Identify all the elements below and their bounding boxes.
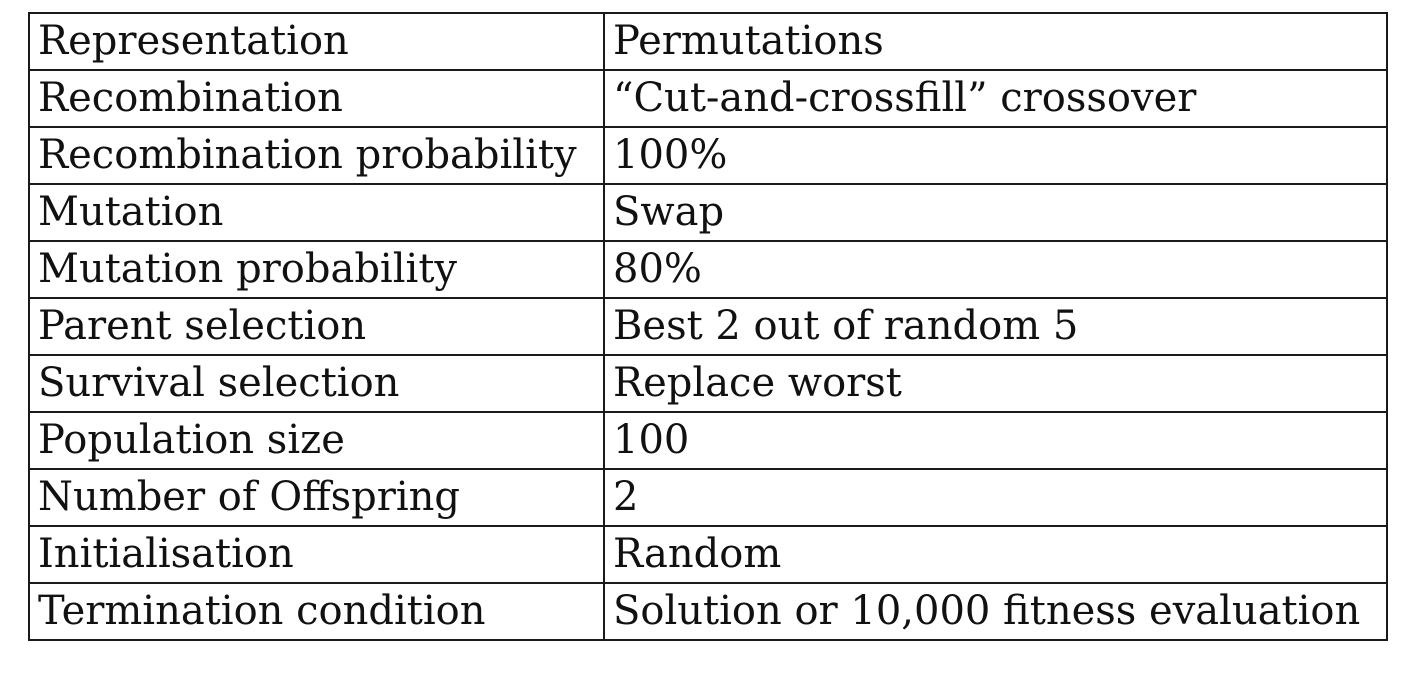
parameter-name: Representation [28,12,605,71]
parameter-name: Initialisation [28,525,605,584]
parameter-value: Best 2 out of random 5 [603,297,1388,356]
parameter-name: Number of Offspring [28,468,605,527]
table-row: Population size 100 [28,411,1388,470]
parameter-value: 80% [603,240,1388,299]
parameter-name: Survival selection [28,354,605,413]
parameter-value: Permutations [603,12,1388,71]
parameter-value: Replace worst [603,354,1388,413]
parameter-value: Random [603,525,1388,584]
table-row: Recombination probability 100% [28,126,1388,185]
parameter-name: Mutation [28,183,605,242]
parameter-value: “Cut-and-crossfill” crossover [603,69,1388,128]
table-row: Mutation probability 80% [28,240,1388,299]
table-row: Mutation Swap [28,183,1388,242]
table-row: Termination condition Solution or 10,000… [28,582,1388,641]
parameter-name: Termination condition [28,582,605,641]
parameter-name: Parent selection [28,297,605,356]
parameter-value: Swap [603,183,1388,242]
parameter-value: 100% [603,126,1388,185]
parameters-table: Representation Permutations Recombinatio… [28,12,1388,641]
parameter-name: Population size [28,411,605,470]
parameter-name: Recombination probability [28,126,605,185]
table-row: Number of Offspring 2 [28,468,1388,527]
table-row: Survival selection Replace worst [28,354,1388,413]
parameter-value: Solution or 10,000 fitness evaluation [603,582,1388,641]
parameter-name: Mutation probability [28,240,605,299]
parameter-name: Recombination [28,69,605,128]
table-row: Parent selection Best 2 out of random 5 [28,297,1388,356]
table-row: Recombination “Cut-and-crossfill” crosso… [28,69,1388,128]
parameter-value: 2 [603,468,1388,527]
table-row: Representation Permutations [28,12,1388,71]
parameter-value: 100 [603,411,1388,470]
table-row: Initialisation Random [28,525,1388,584]
